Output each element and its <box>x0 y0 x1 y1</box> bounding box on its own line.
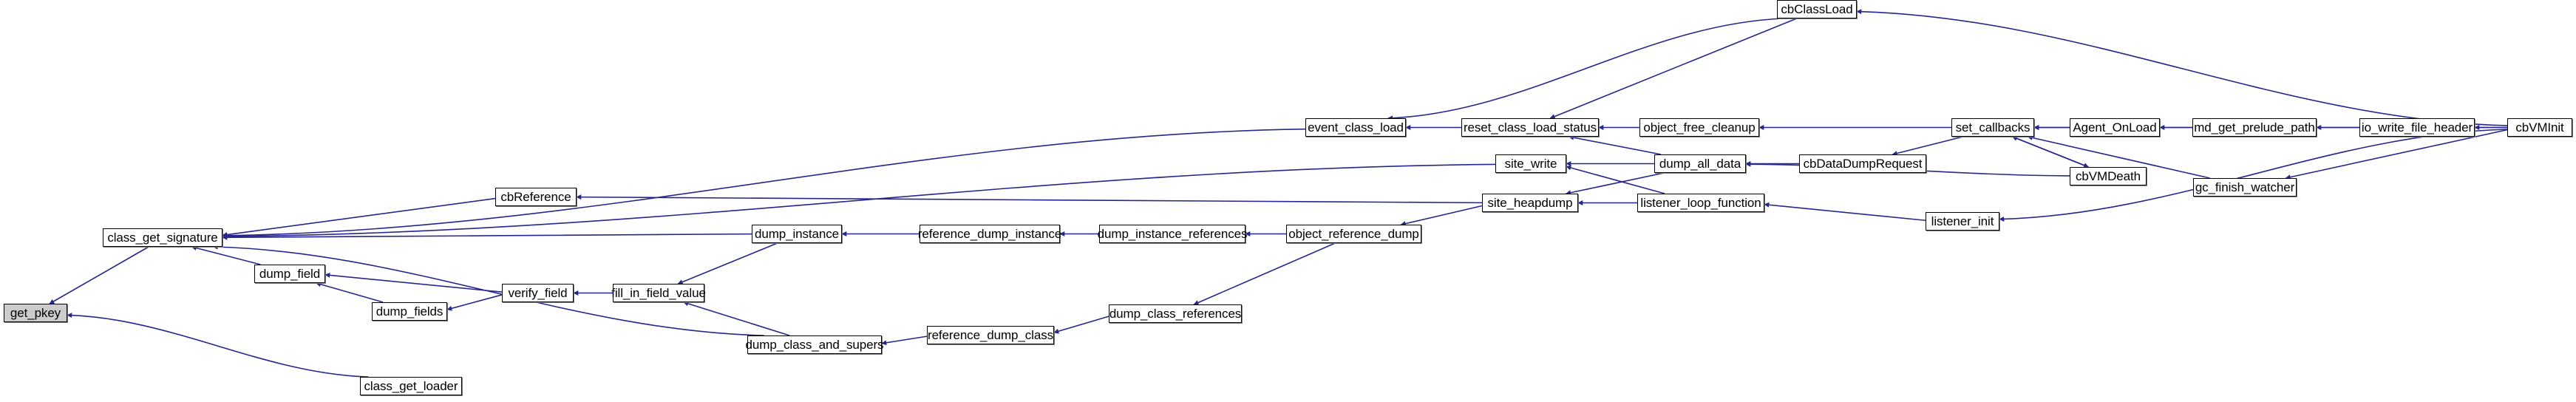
graph-node-reference_dump_class[interactable]: reference_dump_class <box>927 326 1054 344</box>
graph-node-label: listener_loop_function <box>1640 196 1761 210</box>
graph-node-label: dump_fields <box>375 304 444 318</box>
graph-node-label: cbDataDumpRequest <box>1803 157 1923 171</box>
graph-node-listener_init[interactable]: listener_init <box>1926 212 1999 231</box>
graph-node-label: class_get_signature <box>107 231 218 245</box>
graph-node-get_pkey[interactable]: get_pkey <box>4 304 67 322</box>
graph-node-label: get_pkey <box>10 306 61 320</box>
graph-edge-listener_init-to-listener_loop_function <box>1764 202 1926 222</box>
graph-node-label: cbReference <box>500 190 571 204</box>
graph-node-dump_class_references[interactable]: dump_class_references <box>1109 304 1242 323</box>
graph-edge-object_reference_dump-to-dump_class_references <box>1193 242 1336 305</box>
graph-node-reset_class_load_status[interactable]: reset_class_load_status <box>1461 118 1599 137</box>
graph-node-dump_field[interactable]: dump_field <box>254 265 325 283</box>
graph-node-cbVMInit[interactable]: cbVMInit <box>2507 118 2572 137</box>
graph-node-Agent_OnLoad[interactable]: Agent_OnLoad <box>2070 118 2160 137</box>
graph-node-cbDataDumpRequest[interactable]: cbDataDumpRequest <box>1799 154 1926 173</box>
graph-edge-site_heapdump-to-object_reference_dump <box>1400 205 1483 226</box>
graph-edge-class_get_signature-to-get_pkey <box>49 246 149 304</box>
graph-edge-set_callbacks-to-cbDataDumpRequest <box>1892 136 1963 156</box>
graph-node-object_reference_dump[interactable]: object_reference_dump <box>1286 225 1421 243</box>
graph-node-label: verify_field <box>508 286 568 300</box>
graph-node-label: gc_finish_watcher <box>2195 180 2295 194</box>
graph-node-fill_in_field_value[interactable]: fill_in_field_value <box>611 284 706 302</box>
graph-edge-dump_all_data-to-reset_class_load_status <box>1569 134 1662 155</box>
graph-edge-dump_class_references-to-reference_dump_class <box>1053 316 1109 334</box>
graph-edge-cbVMInit-to-cbClassLoad <box>1856 9 2508 126</box>
graph-edge-event_class_load-to-class_get_signature <box>222 128 1306 239</box>
graph-node-event_class_load[interactable]: event_class_load <box>1305 118 1406 137</box>
graph-node-gc_finish_watcher[interactable]: gc_finish_watcher <box>2193 178 2297 197</box>
graph-node-dump_fields[interactable]: dump_fields <box>372 302 447 321</box>
graph-edge-dump_instance-to-fill_in_field_value <box>677 242 778 285</box>
graph-node-label: site_write <box>1504 157 1557 171</box>
graph-edge-cbVMInit-to-gc_finish_watcher <box>2285 129 2508 180</box>
graph-edge-cbClassLoad-to-event_class_load <box>1387 18 1785 121</box>
graph-node-class_get_signature[interactable]: class_get_signature <box>103 228 222 247</box>
graph-node-label: Agent_OnLoad <box>2073 120 2157 134</box>
graph-node-label: md_get_prelude_path <box>2194 120 2315 134</box>
graph-node-site_heapdump[interactable]: site_heapdump <box>1482 194 1578 212</box>
graph-node-label: dump_field <box>259 267 321 281</box>
graph-node-set_callbacks[interactable]: set_callbacks <box>1951 118 2034 137</box>
graph-node-label: object_free_cleanup <box>1643 120 1756 134</box>
graph-node-md_get_prelude_path[interactable]: md_get_prelude_path <box>2192 118 2317 137</box>
graph-node-label: class_get_loader <box>364 379 458 393</box>
graph-node-label: reference_dump_class <box>928 328 1053 342</box>
graph-edge-site_heapdump-to-cbReference <box>576 194 1483 204</box>
graph-node-label: event_class_load <box>1308 120 1404 134</box>
graph-edge-verify_field-to-dump_fields <box>446 294 503 311</box>
graph-node-listener_loop_function[interactable]: listener_loop_function <box>1637 194 1764 212</box>
graph-node-cbClassLoad[interactable]: cbClassLoad <box>1777 0 1857 18</box>
graph-edge-dump_instance-to-class_get_signature <box>222 233 752 240</box>
graph-node-label: object_reference_dump <box>1288 227 1419 241</box>
graph-node-label: set_callbacks <box>1955 120 2030 134</box>
graph-node-class_get_loader[interactable]: class_get_loader <box>360 377 462 395</box>
graph-node-label: io_write_file_header <box>2361 120 2473 134</box>
graph-node-dump_class_and_supers[interactable]: dump_class_and_supers <box>746 335 884 354</box>
graph-node-label: reference_dump_instance <box>917 227 1062 241</box>
graph-node-io_write_file_header[interactable]: io_write_file_header <box>2359 118 2475 137</box>
graph-node-reference_dump_instance[interactable]: reference_dump_instance <box>918 225 1061 243</box>
graph-edge-class_get_loader-to-get_pkey <box>67 313 369 378</box>
graph-node-label: dump_class_references <box>1109 307 1242 321</box>
graph-node-label: cbClassLoad <box>1781 2 1853 16</box>
graph-edge-cbClassLoad-to-reset_class_load_status <box>1549 18 1798 119</box>
graph-node-label: cbVMInit <box>2515 120 2564 134</box>
graph-edge-set_callbacks-to-cbVMDeath <box>2012 136 2090 168</box>
graph-node-label: reset_class_load_status <box>1463 120 1597 134</box>
graph-node-label: site_heapdump <box>1487 196 1573 210</box>
graph-node-label: dump_all_data <box>1659 157 1741 171</box>
graph-node-cbVMDeath[interactable]: cbVMDeath <box>2070 167 2147 185</box>
graph-node-dump_instance[interactable]: dump_instance <box>752 225 842 243</box>
graph-edge-cbVMDeath-to-set_callbacks <box>2011 136 2089 168</box>
graph-node-verify_field[interactable]: verify_field <box>502 284 574 302</box>
graph-edge-cbReference-to-class_get_signature <box>222 197 496 238</box>
graph-edge-reference_dump_class-to-dump_class_and_supers <box>881 335 928 346</box>
graph-node-cbReference[interactable]: cbReference <box>495 188 577 206</box>
graph-edge-dump_all_data-to-site_heapdump <box>1566 172 1665 196</box>
graph-node-label: dump_instance_references <box>1097 227 1248 241</box>
graph-edge-listener_loop_function-to-site_write <box>1566 165 1665 194</box>
graph-edge-dump_class_and_supers-to-fill_in_field_value <box>683 301 790 336</box>
graph-node-label: listener_init <box>1931 214 1994 228</box>
graph-edge-verify_field-to-dump_field <box>324 272 503 293</box>
graph-node-label: dump_instance <box>755 227 839 241</box>
graph-node-label: dump_class_and_supers <box>745 338 884 352</box>
graph-node-label: fill_in_field_value <box>611 286 706 300</box>
graph-node-dump_all_data[interactable]: dump_all_data <box>1654 154 1746 173</box>
graph-node-label: cbVMDeath <box>2076 169 2141 183</box>
graph-edge-dump_field-to-class_get_signature <box>191 245 261 265</box>
graph-node-site_write[interactable]: site_write <box>1495 154 1566 173</box>
graph-node-dump_instance_references[interactable]: dump_instance_references <box>1098 225 1247 243</box>
graph-node-object_free_cleanup[interactable]: object_free_cleanup <box>1639 118 1759 137</box>
graph-edge-dump_fields-to-dump_field <box>316 282 384 303</box>
